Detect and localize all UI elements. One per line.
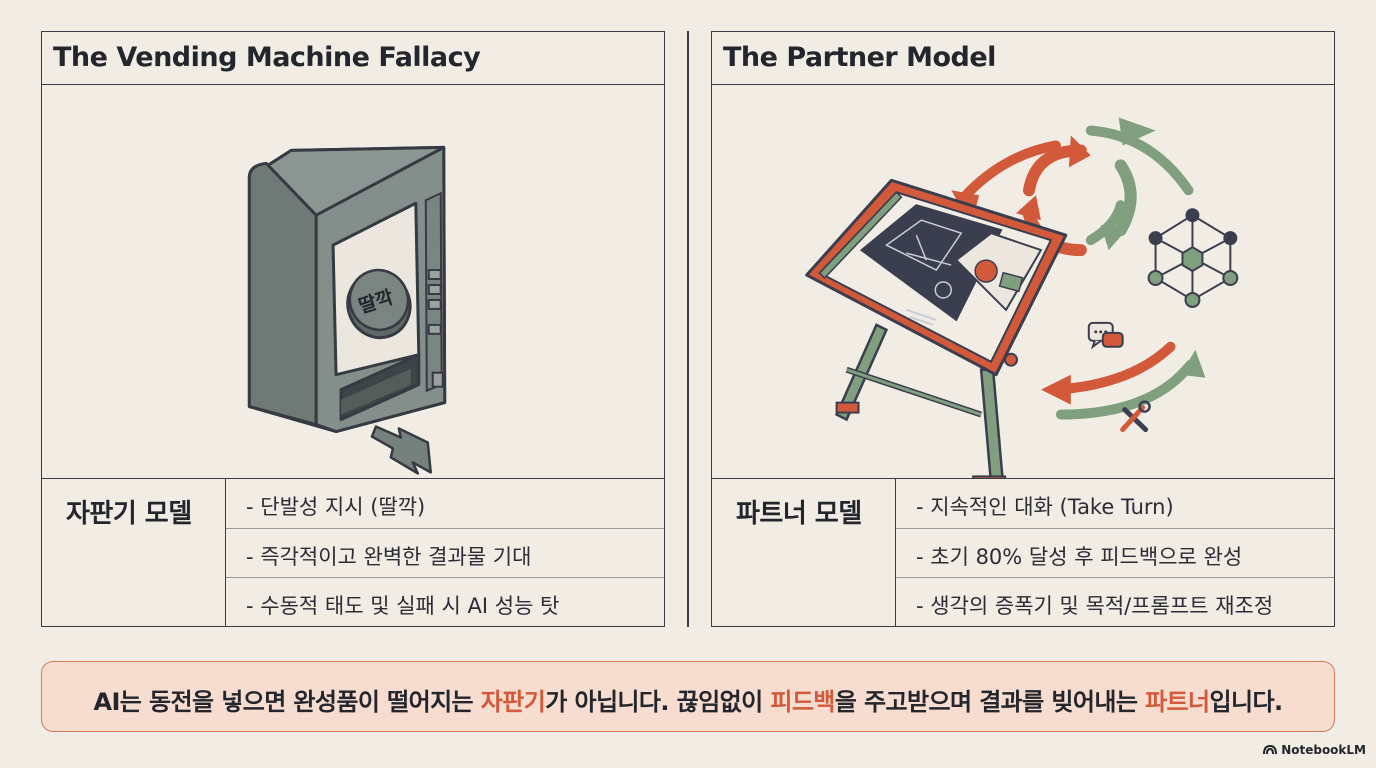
highlight-feedback: 피드백 <box>770 688 835 716</box>
vending-machine-panel: The Vending Machine Fallacy 딸깍 <box>41 31 665 627</box>
brand-label: NotebookLM <box>1281 743 1366 757</box>
model-label: 자판기 모델 <box>42 479 226 627</box>
panel-title: The Partner Model <box>712 32 1334 85</box>
list-item: - 초기 80% 달성 후 피드백으로 완성 <box>896 529 1334 578</box>
partner-cycle-icon <box>805 117 1239 478</box>
partner-illustration <box>712 85 1334 478</box>
summary-text: AI는 동전을 넣으면 완성품이 떨어지는 <box>93 688 481 716</box>
highlight-vending: 자판기 <box>480 688 546 716</box>
notebooklm-logo-icon <box>1263 745 1278 755</box>
partner-panel: The Partner Model <box>711 31 1335 627</box>
summary-text: 입니다. <box>1209 688 1284 716</box>
vending-info: 자판기 모델 - 단발성 지시 (딸깍) - 즉각적이고 완벽한 결과물 기대 … <box>42 478 664 627</box>
panel-divider <box>687 31 689 627</box>
vending-machine-icon: 딸깍 <box>247 145 447 475</box>
list-item: - 즉각적이고 완벽한 결과물 기대 <box>226 529 664 578</box>
summary-text: 가 아닙니다. 끊임없이 <box>545 688 771 716</box>
characteristics-list: - 단발성 지시 (딸깍) - 즉각적이고 완벽한 결과물 기대 - 수동적 태… <box>226 479 664 627</box>
summary-banner: AI는 동전을 넣으면 완성품이 떨어지는 자판기가 아닙니다. 끊임없이 피드… <box>41 661 1335 732</box>
list-item: - 지속적인 대화 (Take Turn) <box>896 479 1334 529</box>
characteristics-list: - 지속적인 대화 (Take Turn) - 초기 80% 달성 후 피드백으… <box>896 479 1334 627</box>
highlight-partner: 파트너 <box>1145 688 1210 716</box>
summary-text: 을 주고받으며 결과를 빚어내는 <box>834 688 1146 716</box>
list-item: - 수동적 태도 및 실패 시 AI 성능 탓 <box>246 594 560 618</box>
list-item: - 단발성 지시 (딸깍) <box>226 479 664 529</box>
model-label: 파트너 모델 <box>712 479 896 627</box>
brand-watermark: NotebookLM <box>1263 743 1366 757</box>
panel-title: The Vending Machine Fallacy <box>42 32 664 85</box>
vending-machine-illustration: 딸깍 <box>42 85 664 478</box>
partner-info: 파트너 모델 - 지속적인 대화 (Take Turn) - 초기 80% 달성… <box>712 478 1334 627</box>
list-item: - 생각의 증폭기 및 목적/프롬프트 재조정 <box>916 594 1274 618</box>
